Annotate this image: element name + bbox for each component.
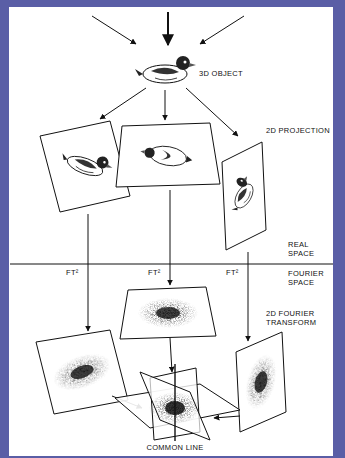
projection-planes [58,143,115,182]
projection-arrows [165,90,166,120]
projection-planes [139,142,194,170]
merge-arrows [214,416,240,418]
projection-planes [222,142,266,250]
fourier-planes [36,287,286,432]
fourier-planes [69,362,96,381]
projection-planes [40,121,130,212]
figure-label: 3D OBJECT [199,70,243,79]
figure-label: 2D PROJECTION [266,127,330,136]
intersecting-planes [174,364,175,441]
duck-object [135,56,196,83]
transform-arrows [248,252,249,341]
fourier-planes [252,370,269,394]
transform-arrows [170,190,171,285]
fourier-planes [36,330,128,414]
figure-label: FT² [148,269,161,278]
incoming-arrows [167,12,169,45]
intersecting-planes [115,364,240,441]
merge-arrows [170,338,172,372]
fourier-planes [48,347,115,398]
fourier-planes [138,298,198,328]
space-divider [10,264,333,265]
fourier-planes [240,351,282,412]
figure-label: FOURIER SPACE [288,270,328,287]
projection-arrows [100,88,146,119]
figure-label: COMMON LINE [146,444,203,453]
transform-arrows [88,214,89,331]
projection-planes [40,121,266,250]
duck-object [135,56,196,83]
incoming-arrows [200,16,244,44]
fourier-planes [156,307,180,319]
figure-label: FT² [226,269,239,278]
figure-label: REAL SPACE [288,241,322,258]
fourier-planes [120,287,216,339]
figure-label: FT² [66,269,79,278]
incoming-arrows [92,16,136,44]
space-divider [10,264,333,265]
projection-planes [223,173,260,215]
transform-arrows [88,190,248,341]
incoming-arrows [92,12,244,45]
figure-label: 2D FOURIER TRANSFORM [266,310,322,327]
projection-planes [116,123,220,187]
fourier-planes [236,332,286,432]
